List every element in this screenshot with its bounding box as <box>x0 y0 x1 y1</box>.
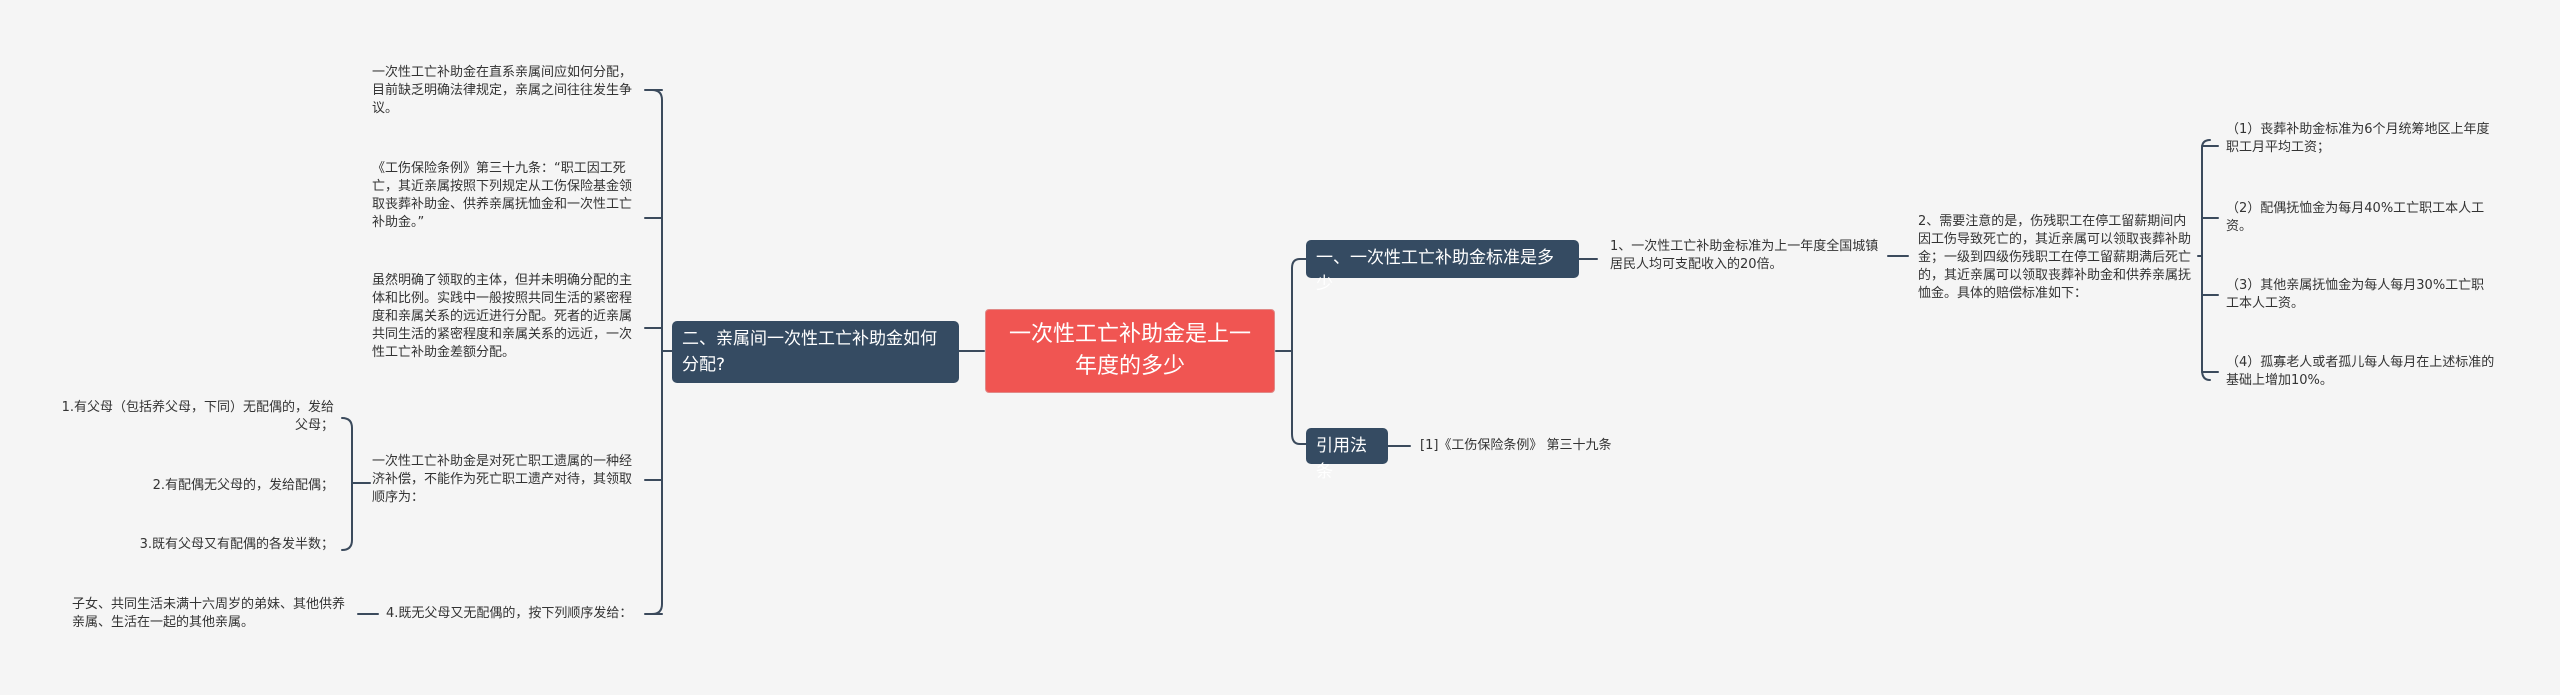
distribution-note-5: 4.既无父母又无配偶的，按下列顺序发给： <box>386 606 633 621</box>
branch-distribution[interactable]: 二、亲属间一次性工亡补助金如何分配? <box>672 321 959 383</box>
link-order-bracket <box>341 417 353 551</box>
distribution-note-4: 一次性工亡补助金是对死亡职工遗属的一种经济补偿，不能作为死亡职工遗产对待，其领取… <box>372 454 633 505</box>
order-item-3: 3.既有父母又有配偶的各发半数； <box>139 537 334 552</box>
order-item-1: 1.有父母（包括养父母，下同）无配偶的，发给父母； <box>61 400 334 433</box>
order-last-item: 子女、共同生活未满十六周岁的弟妹、其他供养亲属、生活在一起的其他亲属。 <box>72 597 346 630</box>
law-reference: [1]《工伤保险条例》 第三十九条 <box>1420 438 1612 453</box>
branch-standard[interactable]: 一、一次性工亡补助金标准是多少 <box>1306 240 1579 294</box>
distribution-note-2: 《工伤保险条例》第三十九条：“职工因工死亡，其近亲属按照下列规定从工伤保险基金领… <box>372 161 633 230</box>
standard-leaf-4: （4）孤寡老人或者孤儿每人每月在上述标准的基础上增加10%。 <box>2226 355 2495 388</box>
branch-law[interactable]: 引用法条 <box>1306 428 1388 482</box>
link-left-bracket <box>651 89 663 615</box>
standard-leaf-1: （1）丧葬补助金标准为6个月统筹地区上年度职工月平均工资； <box>2226 122 2490 155</box>
link-right-branches <box>1291 258 1301 445</box>
standard-leaf-2: （2）配偶抚恤金为每月40%工亡职工本人工资。 <box>2226 201 2485 234</box>
link-leaves-bracket <box>2201 139 2211 381</box>
order-item-2: 2.有配偶无父母的，发给配偶； <box>152 478 334 493</box>
standard-detail-2: 2、需要注意的是，伤残职工在停工留薪期间内因工伤导致死亡的，其近亲属可以领取丧葬… <box>1918 214 2192 301</box>
standard-detail-1: 1、一次性工亡补助金标准为上一年度全国城镇居民人均可支配收入的20倍。 <box>1610 239 1879 272</box>
standard-leaf-3: （3）其他亲属抚恤金为每人每月30%工亡职工本人工资。 <box>2226 278 2485 311</box>
root-topic[interactable]: 一次性工亡补助金是上一年度的多少 <box>985 309 1275 393</box>
distribution-note-1: 一次性工亡补助金在直系亲属间应如何分配，目前缺乏明确法律规定，亲属之间往往发生争… <box>372 65 633 116</box>
distribution-note-3: 虽然明确了领取的主体，但并未明确分配的主体和比例。实践中一般按照共同生活的紧密程… <box>372 273 633 360</box>
